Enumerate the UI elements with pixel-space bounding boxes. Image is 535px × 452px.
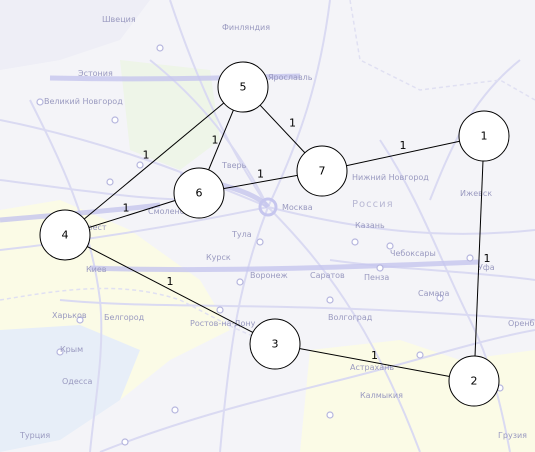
map-label: Нижний Новгород (352, 173, 429, 182)
map-label: Самара (418, 289, 450, 298)
node-circle (296, 145, 348, 197)
map-label: Одесса (62, 377, 93, 386)
node-label: 5 (240, 81, 247, 94)
map-label: Эстония (78, 69, 113, 78)
map-label: Тверь (221, 161, 247, 170)
edge-weight-label: 1 (123, 202, 130, 215)
map-label: Пенза (364, 273, 389, 282)
edge-weight-label: 1 (257, 168, 264, 181)
map-label: Уфа (478, 263, 495, 272)
edge-weight-label: 1 (371, 349, 378, 362)
map-label: Чебоксары (390, 249, 436, 258)
edge-weight-label: 1 (289, 117, 296, 130)
map-label: Великий Новгород (44, 97, 123, 106)
map-label: Волгоград (328, 313, 373, 322)
map-region-north-west (120, 60, 220, 170)
edge-weight-label: 1 (143, 149, 150, 162)
edge-7-1 (321, 135, 485, 172)
node-label: 6 (196, 187, 203, 200)
node-label: 3 (272, 338, 279, 351)
node-circle (458, 110, 510, 162)
edge-1-2 (473, 135, 485, 382)
map-place-names: Швеция Финляндия Эстония Великий Новгоро… (19, 15, 535, 440)
node-1: 1 (458, 110, 510, 162)
map-label: Астрахань (350, 363, 394, 372)
node-7: 7 (296, 145, 348, 197)
map-label: Воронеж (250, 271, 288, 280)
node-2: 2 (448, 355, 500, 407)
map-label: Калмыкия (360, 391, 403, 400)
edge-weight-label: 1 (484, 252, 491, 265)
map-label: Смоленск (148, 207, 189, 216)
edge-weight-label: 1 (212, 134, 219, 147)
node-3: 3 (249, 318, 301, 370)
map-moscow-ring (258, 197, 278, 217)
edge-3-2 (274, 343, 475, 382)
map-label: Оренбург (508, 319, 535, 328)
node-4: 4 (39, 209, 91, 261)
map-label: Ярославль (268, 73, 313, 82)
node-label: 7 (319, 165, 326, 178)
map-label: Киев (86, 265, 107, 274)
map-label: Саратов (310, 271, 345, 280)
edge-weight-label: 1 (167, 275, 174, 288)
edge-5-4 (64, 86, 244, 236)
node-circle (39, 209, 91, 261)
edge-weight-label: 1 (400, 139, 407, 152)
node-label: 4 (62, 229, 69, 242)
map-label: Швеция (102, 15, 136, 24)
map-label: Ростов-на-Дону (190, 319, 256, 328)
map-label: Финляндия (222, 23, 270, 32)
map-label: Москва (282, 203, 313, 212)
edge-4-3 (64, 234, 276, 345)
map-label: Турция (19, 431, 50, 440)
node-circle (448, 355, 500, 407)
map-label: Курск (206, 253, 231, 262)
node-circle (249, 318, 301, 370)
node-5: 5 (217, 61, 269, 113)
map-sea-baltic (0, 0, 150, 70)
map-sea-black (0, 325, 140, 452)
map-label: Тула (231, 230, 252, 239)
node-label: 2 (471, 375, 478, 388)
node-circle (217, 61, 269, 113)
node-label: 1 (481, 130, 488, 143)
map-label: Брест (82, 223, 107, 232)
map-towns (36, 44, 504, 446)
map-label: Крым (60, 345, 83, 354)
node-6: 6 (173, 167, 225, 219)
node-circle (173, 167, 225, 219)
map-label: Харьков (52, 311, 87, 320)
map-label: Казань (355, 221, 385, 230)
map-label: Грузия (498, 431, 527, 440)
map-label: Россия (352, 199, 394, 210)
map-label: Ижевск (460, 189, 492, 198)
map-border-north (349, 0, 535, 101)
map-label: Белгород (104, 313, 145, 322)
graph-nodes: 1 2 3 4 5 6 7 (39, 61, 510, 407)
